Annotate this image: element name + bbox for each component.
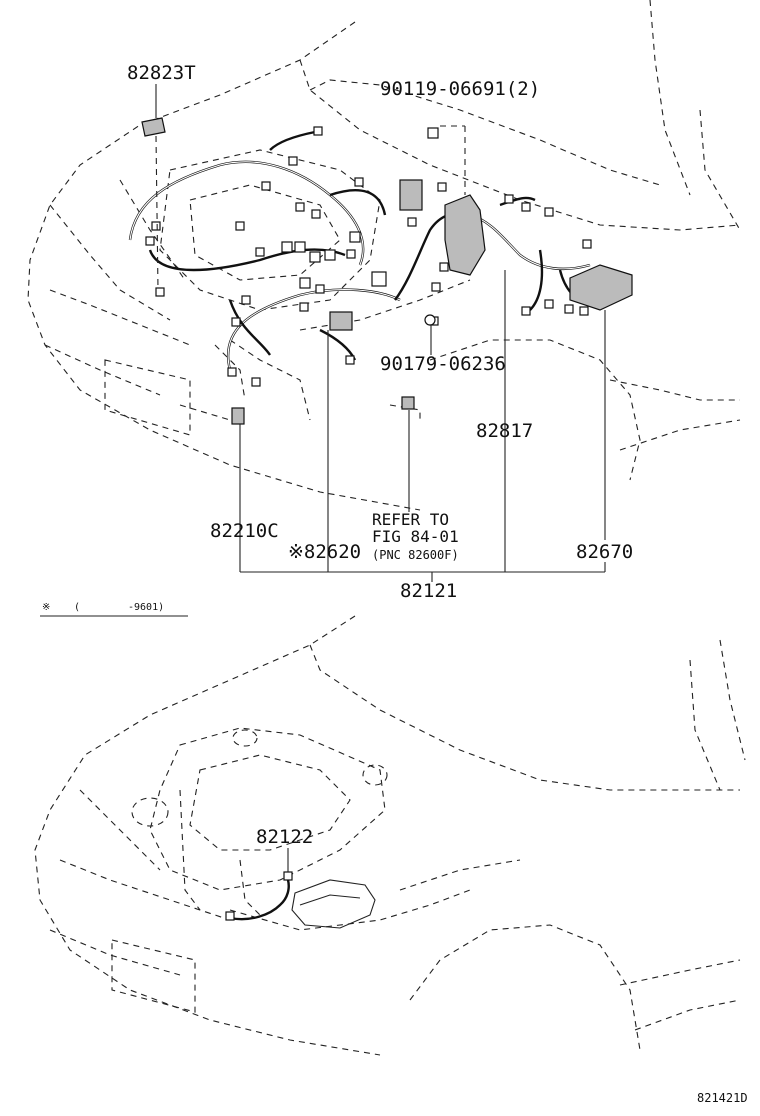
figure-id: 821421D (697, 1091, 748, 1105)
refer-note-line2: FIG 84-01 (372, 527, 459, 546)
note-range: -9601) (128, 602, 165, 613)
label-90179-06236: 90179-06236 (380, 353, 506, 375)
label-82121: 82121 (400, 580, 458, 602)
top-leader-lines (40, 84, 606, 617)
label-90119-06691: 90119-06691(2) (380, 78, 541, 100)
label-82823T: 82823T (127, 62, 196, 84)
label-82620: ※82620 (288, 541, 362, 563)
label-82122: 82122 (256, 826, 314, 848)
label-82817: 82817 (476, 420, 534, 442)
refer-note-line3: (PNC 82600F) (372, 548, 459, 562)
bottom-engine (131, 727, 388, 929)
note-open-paren: ( (74, 602, 81, 613)
label-82210C: 82210C (210, 520, 279, 542)
top-car-body (27, 0, 741, 511)
note-mark: ※ (42, 602, 51, 613)
label-82670: 82670 (576, 541, 634, 563)
top-engine-harness (128, 117, 633, 425)
refer-note-line1: REFER TO (372, 510, 450, 529)
bottom-car-body (34, 615, 746, 1056)
